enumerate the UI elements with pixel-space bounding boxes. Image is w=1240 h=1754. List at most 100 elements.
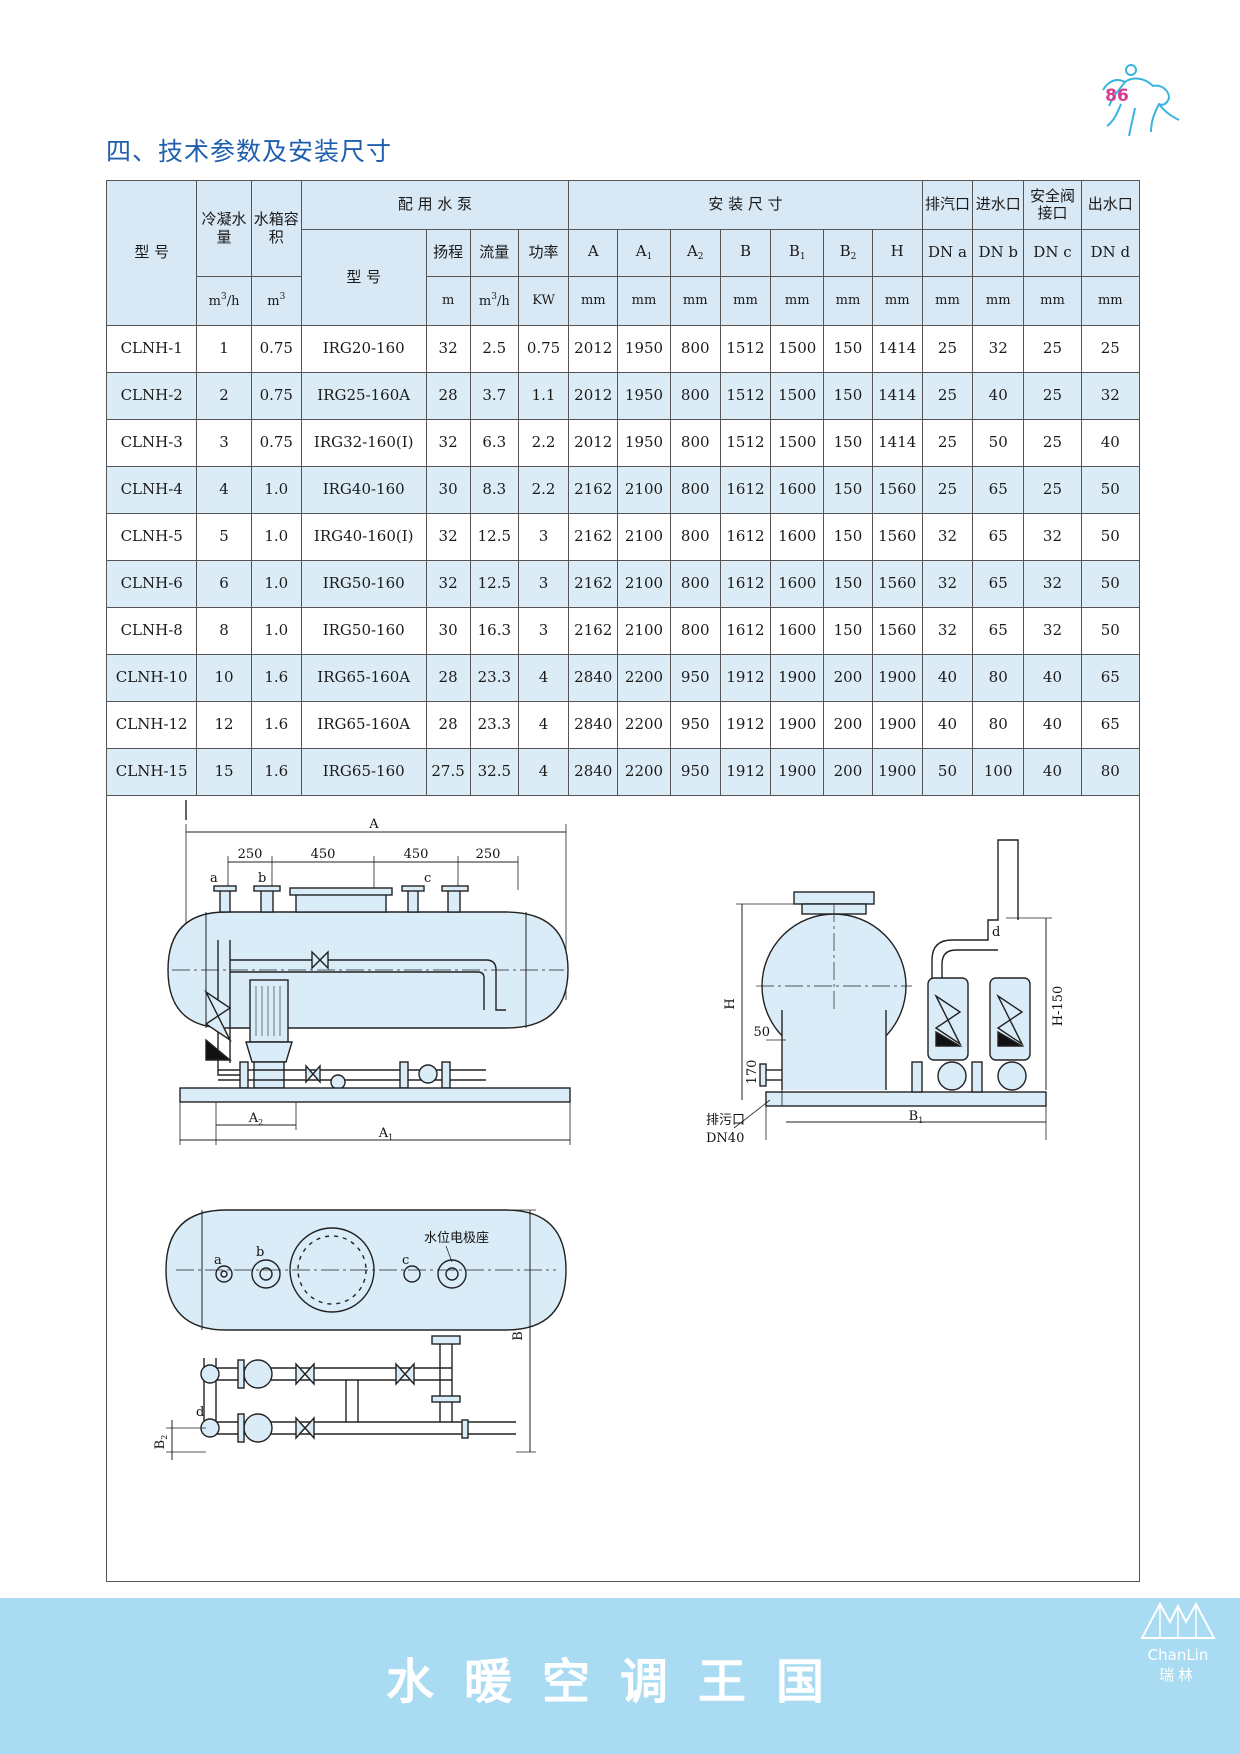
table-cell: 50 — [1080, 513, 1141, 561]
front-view — [167, 800, 571, 1145]
table-cell: 65 — [1080, 701, 1141, 749]
table-cell: 2100 — [617, 560, 671, 608]
table-cell: 3 — [517, 560, 570, 608]
dim-250-right: 250 — [476, 847, 501, 862]
table-cell: 950 — [669, 701, 721, 749]
table-cell: IRG32-160(I) — [300, 419, 427, 467]
col-header-outlet: 出水口 — [1080, 180, 1141, 230]
col-header-vent: 排汽口 — [921, 180, 974, 230]
table-cell: 40 — [921, 701, 974, 749]
table-cell: 80 — [1080, 748, 1141, 796]
table-cell: 800 — [669, 560, 721, 608]
front-port-a: a — [210, 871, 218, 886]
drain-label: 排污口 — [706, 1113, 745, 1128]
table-cell: 1600 — [770, 466, 825, 514]
col-header-pump: 配 用 水 泵 — [300, 180, 570, 230]
table-cell: 12.5 — [469, 560, 519, 608]
table-cell: 2840 — [568, 701, 619, 749]
table-cell: 1900 — [770, 748, 825, 796]
table-cell: 40 — [1023, 748, 1082, 796]
table-cell: 32 — [1080, 372, 1141, 420]
unit-flow: m3/h — [469, 276, 519, 326]
table-cell: 25 — [1080, 325, 1141, 373]
dim-b2-label: B2 — [153, 1435, 169, 1450]
col-header-dim-h: H — [871, 229, 923, 277]
table-cell: IRG65-160A — [300, 701, 427, 749]
table-cell: 50 — [921, 748, 974, 796]
table-cell: 30 — [425, 466, 471, 514]
unit-power: KW — [517, 276, 570, 326]
dim-h-label: H — [723, 998, 738, 1009]
unit-mm: mm — [1023, 276, 1082, 326]
col-header-dn-b: DN b — [972, 229, 1025, 277]
table-cell: 2 — [196, 372, 252, 420]
table-cell: 3 — [517, 513, 570, 561]
table-cell: 1.6 — [250, 701, 302, 749]
table-cell: 1950 — [617, 325, 671, 373]
table-cell: 1600 — [770, 607, 825, 655]
table-cell: 4 — [517, 654, 570, 702]
table-cell: CLNH-2 — [105, 372, 198, 420]
table-cell: 6 — [196, 560, 252, 608]
table-cell: 12 — [196, 701, 252, 749]
col-header-inlet: 进水口 — [972, 180, 1025, 230]
dim-170-label: 170 — [745, 1060, 760, 1085]
table-cell: 40 — [1080, 419, 1141, 467]
table-cell: 800 — [669, 607, 721, 655]
table-cell: 5 — [196, 513, 252, 561]
side-port-d: d — [992, 925, 1000, 940]
top-port-c: c — [402, 1253, 409, 1268]
table-cell: IRG50-160 — [300, 607, 427, 655]
table-cell: 150 — [823, 513, 873, 561]
table-cell: 950 — [669, 748, 721, 796]
table-cell: 65 — [972, 607, 1025, 655]
table-cell: 27.5 — [425, 748, 471, 796]
table-cell: IRG50-160 — [300, 560, 427, 608]
table-cell: 32 — [921, 560, 974, 608]
table-cell: 200 — [823, 748, 873, 796]
table-cell: 25 — [1023, 372, 1082, 420]
table-cell: 1500 — [770, 325, 825, 373]
table-cell: 800 — [669, 513, 721, 561]
unit-mm: mm — [568, 276, 619, 326]
table-cell: 65 — [972, 560, 1025, 608]
table-cell: 32 — [425, 419, 471, 467]
table-cell: 2200 — [617, 748, 671, 796]
table-cell: 40 — [1023, 701, 1082, 749]
table-cell: 25 — [921, 372, 974, 420]
dim-a-label: A — [368, 817, 379, 832]
unit-tank: m3 — [250, 276, 302, 326]
table-cell: 1.6 — [250, 748, 302, 796]
col-header-dn-a: DN a — [921, 229, 974, 277]
table-cell: 800 — [669, 466, 721, 514]
table-cell: 32 — [425, 513, 471, 561]
col-header-dim-a1: A1 — [617, 229, 671, 277]
table-cell: 15 — [196, 748, 252, 796]
side-view — [733, 839, 1052, 1140]
table-cell: 1560 — [871, 466, 923, 514]
table-cell: 1950 — [617, 419, 671, 467]
table-cell: 0.75 — [250, 372, 302, 420]
table-cell: 40 — [921, 654, 974, 702]
table-cell: 2840 — [568, 748, 619, 796]
table-cell: IRG65-160 — [300, 748, 427, 796]
table-cell: 1612 — [719, 466, 772, 514]
table-cell: 1912 — [719, 748, 772, 796]
table-cell: 4 — [196, 466, 252, 514]
table-cell: 28 — [425, 701, 471, 749]
table-cell: IRG25-160A — [300, 372, 427, 420]
table-cell: 1512 — [719, 419, 772, 467]
col-header-dim-a2: A2 — [669, 229, 721, 277]
col-header-dim-b: B — [719, 229, 772, 277]
table-cell: 2100 — [617, 607, 671, 655]
table-cell: 32 — [1023, 607, 1082, 655]
table-cell: 50 — [1080, 560, 1141, 608]
dim-a2-label: A2 — [248, 1111, 263, 1127]
table-cell: 2012 — [568, 325, 619, 373]
dim-b-label: B — [511, 1331, 526, 1341]
